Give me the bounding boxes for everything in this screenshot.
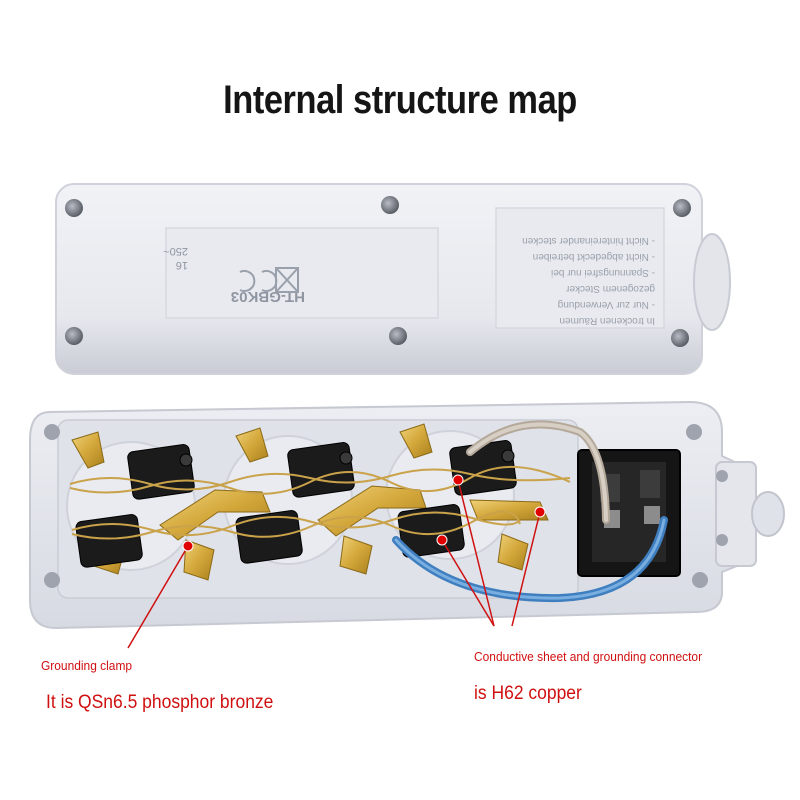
annotation-dots bbox=[182, 474, 546, 552]
bin-icon bbox=[275, 267, 299, 293]
cable-gland bbox=[715, 461, 785, 567]
cover-rating-1: 16 bbox=[176, 259, 188, 271]
rocker-switch bbox=[577, 449, 681, 577]
grounding-clamp-label: Grounding clamp bbox=[41, 658, 133, 673]
internal-wires bbox=[392, 420, 668, 603]
screw-icon bbox=[671, 329, 689, 347]
cover-label-text: In trockenen Räumen - Nur zur Verwendung… bbox=[163, 235, 655, 326]
socket-contact-blocks bbox=[75, 440, 517, 568]
cover-line-3: gezogenem Stecker bbox=[565, 283, 655, 294]
cover-line-4: - Spannungsfrei nur bei bbox=[551, 267, 655, 278]
screw-icon bbox=[381, 196, 399, 214]
phosphor-bronze-label: It is QSn6.5 phosphor bronze bbox=[46, 692, 274, 713]
top-cover: In trockenen Räumen - Nur zur Verwendung… bbox=[55, 183, 731, 375]
screw-icon bbox=[389, 327, 407, 345]
screw-icon bbox=[65, 327, 83, 345]
cover-rating-2: 250~ bbox=[163, 245, 188, 257]
screw-icon bbox=[673, 199, 691, 217]
cover-line-6: - Nicht hintereinander stecken bbox=[522, 235, 655, 246]
page-title: Internal structure map bbox=[223, 78, 577, 122]
conductive-sheet-label: Conductive sheet and grounding connector bbox=[474, 649, 703, 664]
cover-line-1: In trockenen Räumen bbox=[559, 315, 655, 326]
ce-mark-icon bbox=[239, 270, 256, 292]
cover-line-5: - Nicht abgedeckt betreiben bbox=[533, 251, 655, 262]
h62-copper-label: is H62 copper bbox=[474, 683, 582, 704]
cover-screws bbox=[65, 196, 691, 347]
cover-line-2: - Nur zur Verwendung bbox=[558, 299, 655, 310]
annotation-pointers bbox=[127, 479, 541, 649]
screw-icon bbox=[65, 199, 83, 217]
